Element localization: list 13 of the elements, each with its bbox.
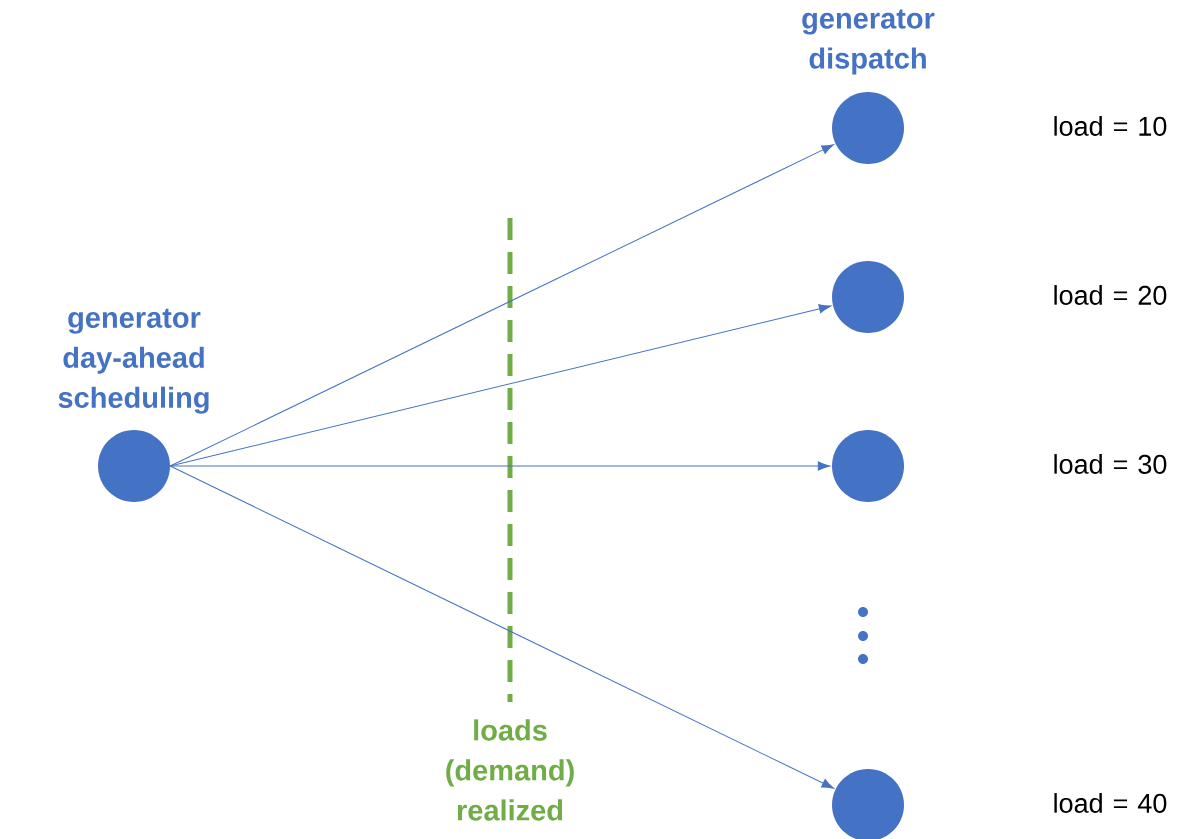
arrow <box>169 144 834 467</box>
load-label: load = 20 <box>1054 285 1167 305</box>
load-label: load = 40 <box>1054 793 1167 813</box>
circle-node <box>832 92 904 164</box>
node-heading: generator day-ahead scheduling <box>58 308 209 414</box>
circle-node <box>832 430 904 502</box>
load-label: load = 30 <box>1054 454 1167 474</box>
load-label: load = 10 <box>1054 116 1167 136</box>
arrow <box>169 461 831 471</box>
divider-label: loads (demand) realized <box>446 719 574 821</box>
column-heading: generator dispatch <box>802 9 935 75</box>
arrow <box>169 465 834 789</box>
circle-node <box>832 261 904 333</box>
